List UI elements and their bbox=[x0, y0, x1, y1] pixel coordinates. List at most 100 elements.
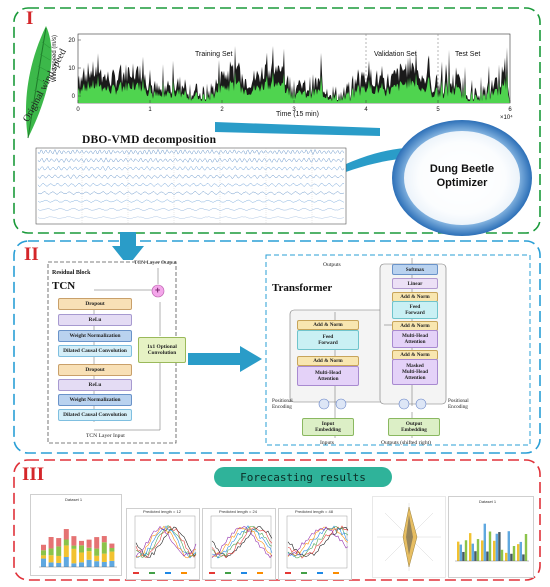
thumb-bar-segment bbox=[71, 563, 77, 567]
enc-pos-line-2: Encoding bbox=[272, 404, 292, 410]
thumb-bar-segment bbox=[63, 556, 69, 567]
thumb-bar-segment bbox=[56, 562, 62, 567]
masked-line-3: Attention bbox=[404, 375, 426, 381]
pred-plot-frame bbox=[210, 515, 272, 569]
encoder-ff-line-1: Feed bbox=[322, 334, 334, 340]
grouped-bar bbox=[519, 541, 522, 561]
wind-xtick-label: 2 bbox=[220, 107, 224, 113]
thumb-bar-segment bbox=[94, 555, 100, 562]
optimizer-label: Dung Beetle Optimizer bbox=[396, 162, 528, 190]
wind-xtick-label: 0 bbox=[76, 107, 80, 113]
grouped-bar bbox=[483, 523, 486, 561]
grouped-bar bbox=[476, 539, 480, 561]
inputs-label: Inputs bbox=[320, 440, 334, 446]
validation-set-label: Validation Set bbox=[374, 51, 417, 58]
decoder-masked-attention: Masked Multi-Head Attention bbox=[392, 359, 438, 385]
radar-shape-2 bbox=[406, 515, 413, 555]
thumb-1-title: Dataset 1 bbox=[65, 497, 83, 502]
tcn-sum-node bbox=[151, 284, 165, 298]
masked-line-2: Multi-Head bbox=[402, 369, 428, 375]
wind-series-green bbox=[78, 71, 510, 103]
imf-series-7 bbox=[37, 199, 345, 203]
decoder-positional-label: Positional Encoding bbox=[448, 398, 469, 410]
thumb-bar-segment bbox=[79, 562, 84, 567]
decoder-cross-attention: Multi-Head Attention bbox=[392, 330, 438, 348]
wind-ytick-label: 0 bbox=[72, 94, 76, 100]
tcn-conv-line-1: 1x1 Optional bbox=[147, 344, 177, 350]
tcn-title: TCN bbox=[52, 280, 76, 292]
grouped-bar bbox=[512, 546, 516, 561]
masked-line-1: Masked bbox=[406, 363, 424, 369]
training-set-label: Training Set bbox=[195, 51, 233, 58]
decomposition-panel bbox=[35, 147, 347, 225]
pred-legend-swatch bbox=[165, 572, 171, 574]
grouped-bar bbox=[462, 551, 465, 561]
pred-line-2 bbox=[211, 526, 273, 559]
wind-xtick-label: 6 bbox=[508, 107, 512, 113]
imf-series-3 bbox=[37, 165, 345, 171]
feather-icon bbox=[25, 26, 52, 139]
pred-line-4 bbox=[287, 526, 349, 557]
encoder-ff-line-2: Forward bbox=[318, 340, 338, 346]
results-grouped-bar-thumbnail: Dataset 1 bbox=[448, 496, 534, 578]
wind-ytick-label: 10 bbox=[68, 66, 75, 72]
thumb-bar-segment bbox=[101, 561, 107, 567]
pred-legend-swatch bbox=[225, 572, 231, 574]
encoder-add-norm-1: Add & Norm bbox=[297, 356, 359, 366]
section-three-numeral: III bbox=[22, 464, 45, 485]
thumb-bar-segment bbox=[109, 543, 115, 548]
section-two-frame bbox=[13, 240, 541, 454]
encoder-mha-line-2: Attention bbox=[317, 376, 339, 382]
thumb-bar-segment bbox=[71, 548, 77, 564]
pred-legend-swatch bbox=[285, 572, 291, 574]
grouped-bar bbox=[522, 554, 525, 561]
thumb-bar-segment bbox=[109, 560, 115, 567]
grouped-bar bbox=[500, 549, 504, 561]
tcn-conv-line-2: Convolution bbox=[147, 350, 177, 356]
pred-legend-swatch bbox=[301, 572, 307, 574]
tcn-layer-weightnorm-2: Weight Normalization bbox=[58, 394, 132, 406]
grouped-bar bbox=[481, 540, 484, 561]
wind-xtick-label: 5 bbox=[436, 107, 440, 113]
pred-legend-swatch bbox=[333, 572, 339, 574]
imf-series-1 bbox=[37, 149, 345, 155]
section-one-numeral: I bbox=[26, 8, 34, 29]
optimizer-line-2: Optimizer bbox=[436, 177, 488, 189]
thumb-bar-segment bbox=[109, 551, 115, 561]
grouped-bar bbox=[505, 552, 508, 561]
thumb-bar-segment bbox=[94, 548, 100, 556]
thumb-bar-segment bbox=[94, 537, 100, 549]
tcn-layer-dropout-2: Dropout bbox=[58, 364, 132, 376]
enc-pos-line-1: Positional bbox=[272, 398, 293, 404]
decoder-mha-line-1: Multi-Head bbox=[402, 333, 428, 339]
tcn-plus-sign: + bbox=[155, 285, 161, 295]
pred-legend-swatch bbox=[149, 572, 155, 574]
grouped-bar bbox=[459, 544, 462, 561]
input-embedding-block: Input Embedding bbox=[302, 418, 354, 436]
pred-line-0 bbox=[135, 526, 197, 558]
decoder-feed-forward: Feed Forward bbox=[392, 301, 438, 319]
pred-plot-frame bbox=[134, 515, 196, 569]
thumb-bar-segment bbox=[63, 529, 69, 540]
output-emb-line-2: Embedding bbox=[401, 427, 427, 433]
grouped-bar bbox=[510, 553, 513, 561]
pred-legend-swatch bbox=[209, 572, 215, 574]
transformer-outer-box bbox=[265, 254, 531, 446]
dec-pos-line-2: Encoding bbox=[448, 404, 468, 410]
imf-series-9 bbox=[37, 216, 345, 219]
pred-line-5 bbox=[287, 526, 349, 556]
thumb-bar-segment bbox=[48, 537, 54, 549]
pred-line-3 bbox=[287, 525, 349, 557]
encoder-feed-forward: Feed Forward bbox=[297, 330, 359, 350]
grouped-bar bbox=[507, 531, 510, 561]
transformer-outputs-label: Outputs bbox=[323, 262, 341, 268]
input-emb-line-2: Embedding bbox=[315, 427, 341, 433]
thumb-bar-segment bbox=[63, 539, 69, 546]
decoder-ff-line-1: Feed bbox=[409, 304, 421, 310]
radar-chart-thumbnail bbox=[372, 496, 446, 578]
thumb-bar-segment bbox=[48, 562, 54, 567]
pred-24-title: Predicted length = 24 bbox=[219, 509, 257, 514]
thumb-bar-segment bbox=[48, 555, 54, 563]
